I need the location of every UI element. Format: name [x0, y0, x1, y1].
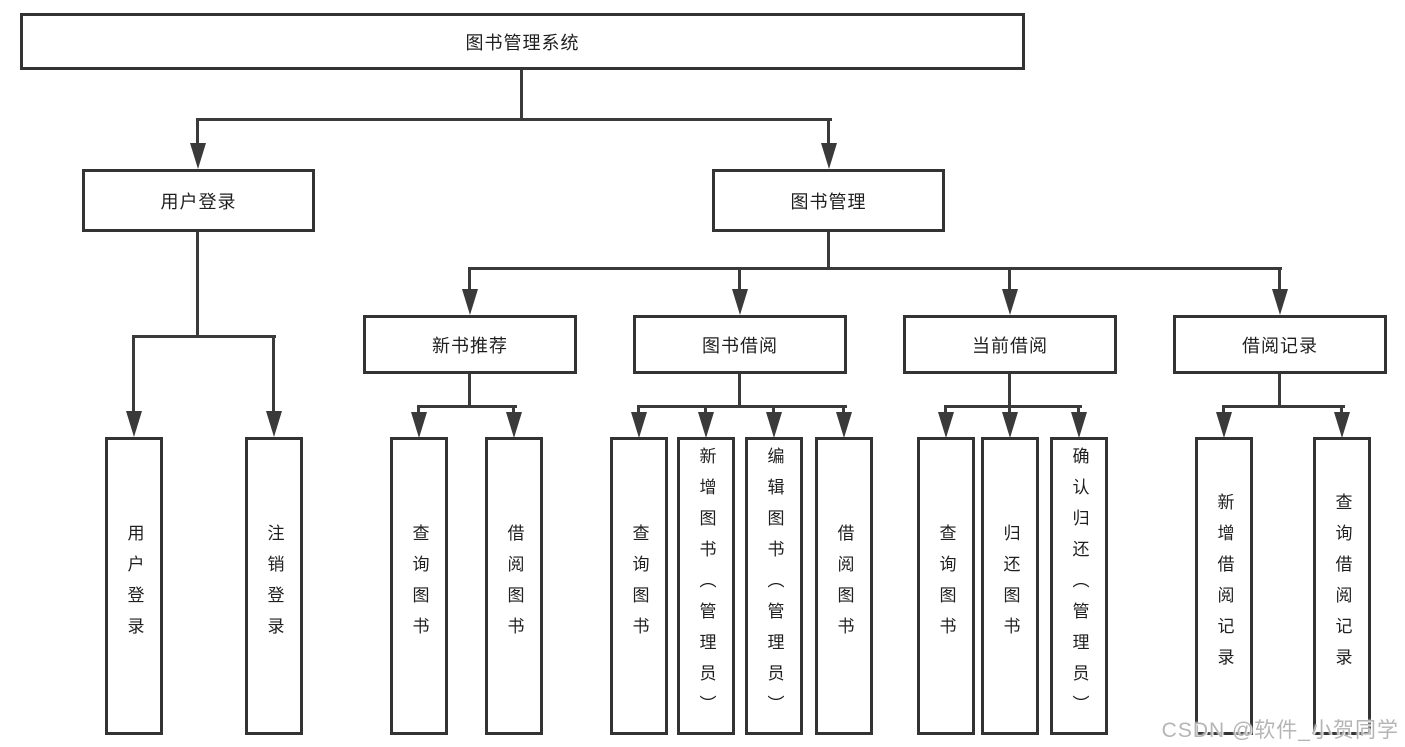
- connector-vline: [827, 232, 830, 270]
- connector-hline: [637, 405, 847, 408]
- connector-vline: [196, 118, 199, 146]
- connector-vline: [1008, 405, 1011, 414]
- connector-hline: [944, 405, 1082, 408]
- arrow-down-icon: [411, 412, 427, 438]
- node-leaf-borrow-books-recommend: 借阅图书: [485, 437, 543, 735]
- connector-vline: [272, 335, 275, 413]
- arrow-down-icon: [266, 411, 282, 437]
- node-book-borrow-label: 图书借阅: [702, 335, 778, 356]
- connector-vline: [468, 267, 471, 291]
- connector-vline: [738, 374, 741, 408]
- connector-hline: [468, 267, 1282, 270]
- node-leaf-borrow-books-label: 借阅图书: [834, 524, 854, 648]
- connector-vline: [132, 335, 135, 413]
- connector-vline: [417, 405, 420, 414]
- node-leaf-query-books-current: 查询图书: [917, 437, 975, 735]
- arrow-down-icon: [1071, 412, 1087, 438]
- arrow-down-icon: [938, 412, 954, 438]
- node-leaf-logout: 注销登录: [245, 437, 303, 735]
- node-leaf-query-books-current-label: 查询图书: [936, 524, 956, 648]
- connector-vline: [1008, 267, 1011, 291]
- node-borrow-records: 借阅记录: [1173, 315, 1387, 374]
- node-new-book-recommend-label: 新书推荐: [432, 335, 508, 356]
- connector-vline: [1278, 267, 1281, 291]
- connector-vline: [1278, 374, 1281, 408]
- node-user-login-label: 用户登录: [160, 191, 237, 212]
- arrow-down-icon: [506, 412, 522, 438]
- connector-vline: [1222, 405, 1225, 414]
- connector-hline: [196, 118, 832, 121]
- node-current-borrow: 当前借阅: [903, 315, 1117, 374]
- arrow-down-icon: [821, 143, 837, 169]
- node-leaf-add-borrow-record-label: 新增借阅记录: [1214, 493, 1234, 679]
- arrow-down-icon: [1334, 412, 1350, 438]
- node-root: 图书管理系统: [20, 13, 1025, 70]
- arrow-down-icon: [698, 412, 714, 438]
- arrow-down-icon: [190, 143, 206, 169]
- arrow-down-icon: [1272, 289, 1288, 315]
- node-book-borrow: 图书借阅: [633, 315, 847, 374]
- node-leaf-query-books-borrow: 查询图书: [610, 437, 668, 735]
- arrow-down-icon: [766, 412, 782, 438]
- connector-hline: [132, 335, 276, 338]
- connector-vline: [738, 267, 741, 291]
- connector-vline: [1077, 405, 1080, 414]
- arrow-down-icon: [1002, 412, 1018, 438]
- node-leaf-return-books: 归还图书: [981, 437, 1039, 735]
- connector-vline: [468, 374, 471, 408]
- node-leaf-query-borrow-record-label: 查询借阅记录: [1332, 493, 1352, 679]
- connector-vline: [827, 118, 830, 146]
- node-current-borrow-label: 当前借阅: [972, 335, 1048, 356]
- node-book-mgmt: 图书管理: [712, 169, 945, 232]
- node-leaf-query-books-borrow-label: 查询图书: [629, 524, 649, 648]
- node-root-label: 图书管理系统: [465, 32, 580, 53]
- node-leaf-return-books-label: 归还图书: [1000, 524, 1020, 648]
- node-leaf-edit-books-admin: 编辑图书（管理员）: [745, 437, 803, 735]
- connector-vline: [704, 405, 707, 414]
- connector-vline: [520, 70, 523, 118]
- node-leaf-query-borrow-record: 查询借阅记录: [1313, 437, 1371, 735]
- node-leaf-user-login-label: 用户登录: [124, 524, 144, 648]
- node-leaf-borrow-books-recommend-label: 借阅图书: [504, 524, 524, 648]
- connector-vline: [944, 405, 947, 414]
- node-leaf-add-books-admin: 新增图书（管理员）: [677, 437, 735, 735]
- node-leaf-query-books-recommend-label: 查询图书: [409, 524, 429, 648]
- connector-vline: [772, 405, 775, 414]
- node-leaf-borrow-books: 借阅图书: [815, 437, 873, 735]
- connector-hline: [1222, 405, 1345, 408]
- node-leaf-user-login: 用户登录: [105, 437, 163, 735]
- arrow-down-icon: [1002, 289, 1018, 315]
- connector-hline: [417, 405, 517, 408]
- node-new-book-recommend: 新书推荐: [363, 315, 577, 374]
- arrow-down-icon: [836, 412, 852, 438]
- node-leaf-query-books-recommend: 查询图书: [390, 437, 448, 735]
- arrow-down-icon: [1216, 412, 1232, 438]
- node-book-mgmt-label: 图书管理: [790, 191, 867, 212]
- node-leaf-edit-books-admin-label: 编辑图书（管理员）: [764, 446, 784, 726]
- connector-vline: [637, 405, 640, 414]
- node-borrow-records-label: 借阅记录: [1242, 335, 1318, 356]
- connector-vline: [842, 405, 845, 414]
- arrow-down-icon: [631, 412, 647, 438]
- arrow-down-icon: [732, 289, 748, 315]
- arrow-down-icon: [462, 289, 478, 315]
- node-leaf-confirm-return-admin: 确认归还（管理员）: [1050, 437, 1108, 735]
- node-leaf-add-books-admin-label: 新增图书（管理员）: [696, 446, 716, 726]
- node-leaf-confirm-return-admin-label: 确认归还（管理员）: [1069, 446, 1089, 726]
- arrow-down-icon: [126, 411, 142, 437]
- node-leaf-add-borrow-record: 新增借阅记录: [1195, 437, 1253, 735]
- connector-vline: [512, 405, 515, 414]
- csdn-watermark: CSDN @软件_小贺同学: [1161, 719, 1399, 742]
- connector-vline: [1008, 374, 1011, 408]
- node-user-login: 用户登录: [82, 169, 315, 232]
- node-leaf-logout-label: 注销登录: [264, 524, 284, 648]
- connector-vline: [1340, 405, 1343, 414]
- connector-vline: [196, 232, 199, 337]
